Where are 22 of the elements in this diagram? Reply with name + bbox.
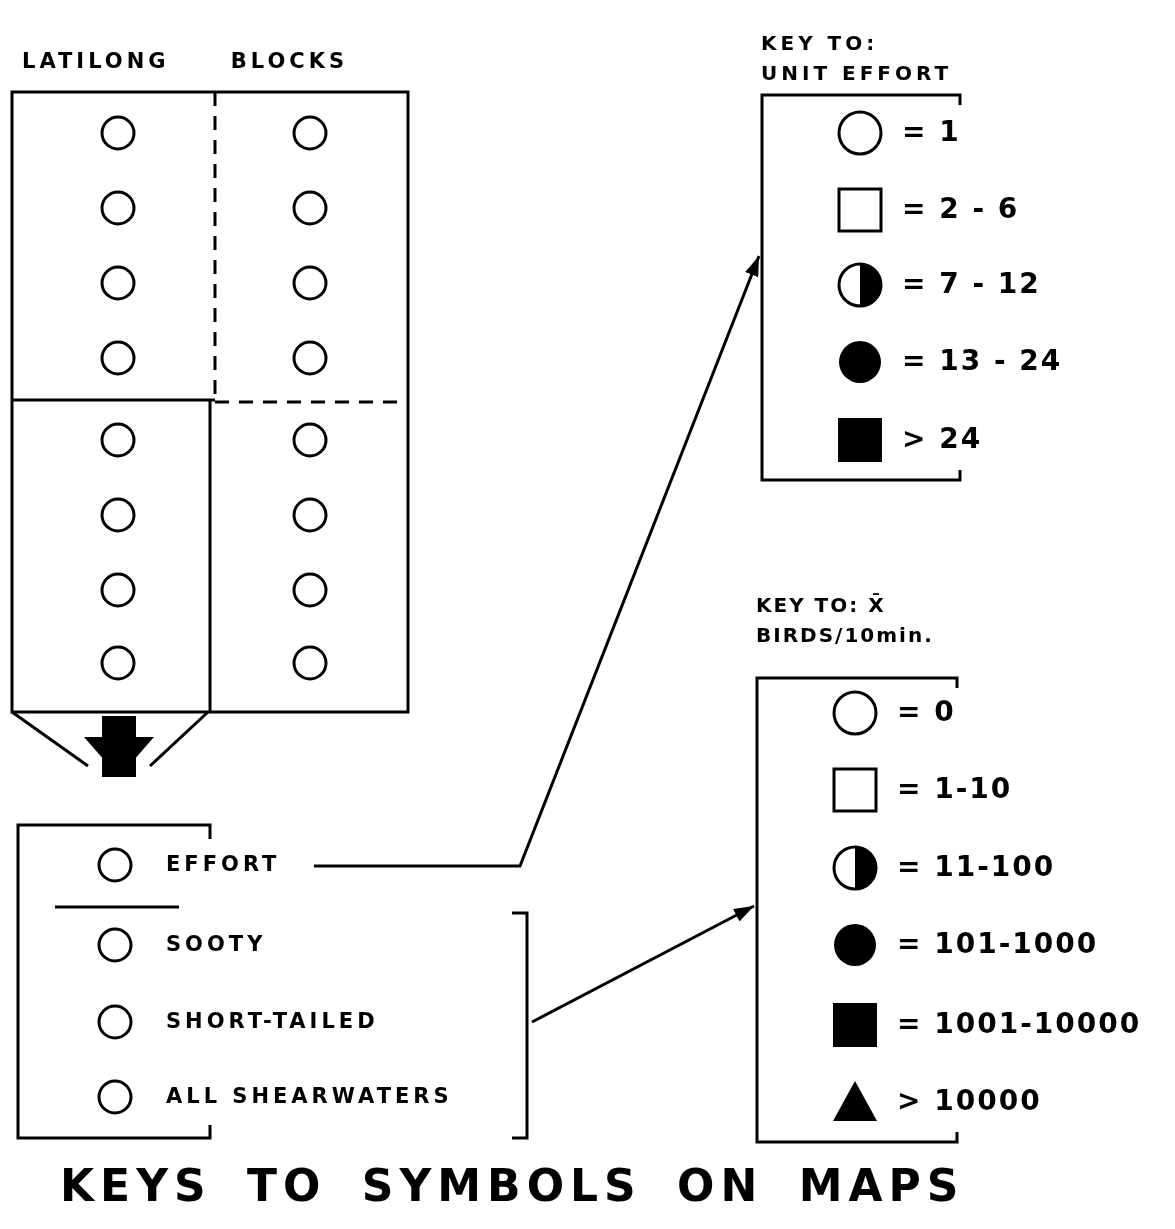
key-label: SOOTY: [166, 932, 267, 956]
key-label: ALL SHEARWATERS: [166, 1084, 453, 1108]
legend-label: = 2 - 6: [902, 192, 1020, 225]
legend-label: = 1-10: [897, 772, 1013, 805]
legend-label: = 7 - 12: [902, 267, 1041, 300]
legend-label: = 101-1000: [897, 927, 1099, 960]
block-arrow: [84, 716, 154, 777]
diagram-title: KEYS TO SYMBOLS ON MAPS: [60, 1160, 965, 1211]
grid-heading: LATILONG BLOCKS: [22, 49, 349, 73]
arrow: [314, 255, 761, 868]
legend-label: > 24: [902, 422, 983, 455]
arrow: [531, 904, 755, 1024]
key-label: SHORT-TAILED: [166, 1009, 379, 1033]
key-heading: KEY TO: UNIT EFFORT: [761, 30, 954, 87]
legend-label: = 1001-10000: [897, 1007, 1142, 1040]
legend-label: = 1: [902, 115, 961, 148]
key-heading: KEY TO: X̄ BIRDS/10min.: [756, 592, 935, 649]
legend-label: > 10000: [897, 1084, 1042, 1117]
key-label: EFFORT: [166, 852, 281, 876]
legend-label: = 0: [897, 695, 956, 728]
legend-label: = 13 - 24: [902, 344, 1063, 377]
legend-label: = 11-100: [897, 850, 1056, 883]
